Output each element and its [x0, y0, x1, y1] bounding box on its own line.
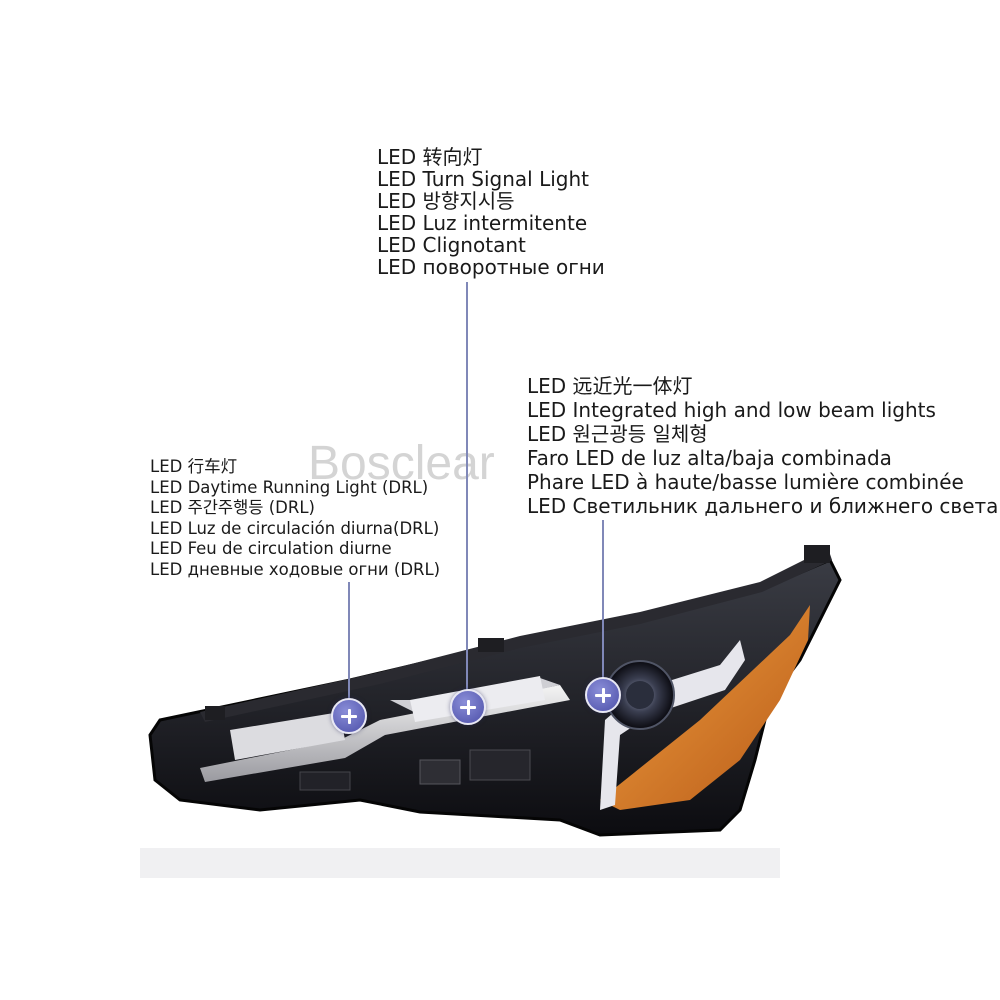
housing-detail: [299, 771, 351, 791]
floor-shadow: [140, 848, 780, 878]
callout-line: LED 转向灯: [377, 145, 483, 169]
top-rim: [200, 548, 832, 722]
turn-signal-bar: [230, 712, 345, 760]
callout-line: LED 行车灯: [150, 457, 238, 476]
drl-plus-marker-icon[interactable]: [331, 698, 367, 734]
housing-detail: [419, 759, 461, 785]
callout-line: LED Luz de circulación diurna(DRL): [150, 518, 440, 538]
amber-reflector: [600, 605, 810, 810]
callout-line: LED Daytime Running Light (DRL): [150, 477, 429, 497]
callout-line: LED 주간주행등 (DRL): [150, 498, 315, 517]
drl-callout: LED 行车灯 LED Daytime Running Light (DRL) …: [150, 457, 440, 580]
callout-line: LED 원근광등 일체형: [527, 422, 708, 446]
callout-line: LED дневные ходовые огни (DRL): [150, 559, 441, 579]
callout-line: LED 远近光一体灯: [527, 374, 693, 398]
callout-line: LED Clignotant: [377, 233, 526, 257]
high-low-beam-callout: LED 远近光一体灯 LED Integrated high and low b…: [527, 374, 998, 518]
callout-line: Faro LED de luz alta/baja combinada: [527, 446, 892, 470]
turn-signal-plus-marker-icon[interactable]: [450, 689, 486, 725]
callout-line: LED Светильник дальнего и ближнего света: [527, 494, 999, 518]
callout-line: LED Feu de circulation diurne: [150, 539, 392, 558]
mount-tab: [804, 545, 830, 563]
callout-line: LED поворотные огни: [377, 255, 605, 279]
callout-line: Phare LED à haute/basse lumière combinée: [527, 470, 964, 494]
callout-line: LED 방향지시등: [377, 189, 515, 213]
mount-tab: [478, 638, 504, 652]
turn-signal-callout: LED 转向灯 LED Turn Signal Light LED 방향지시등 …: [377, 146, 605, 278]
mount-tab: [205, 706, 225, 720]
callout-line: LED Turn Signal Light: [377, 167, 590, 191]
housing-detail: [469, 749, 531, 781]
callout-line: LED Luz intermitente: [377, 211, 588, 235]
drl-light-guide: [600, 640, 745, 810]
drl-leader-line: [348, 582, 350, 698]
turn-signal-leader-line: [466, 282, 468, 692]
callout-line: LED Integrated high and low beam lights: [527, 398, 936, 422]
projector-inner: [626, 681, 654, 709]
high-low-beam-plus-marker-icon[interactable]: [585, 677, 621, 713]
high-low-beam-leader-line: [602, 520, 604, 680]
watermark-text: Bosclear: [308, 437, 495, 490]
